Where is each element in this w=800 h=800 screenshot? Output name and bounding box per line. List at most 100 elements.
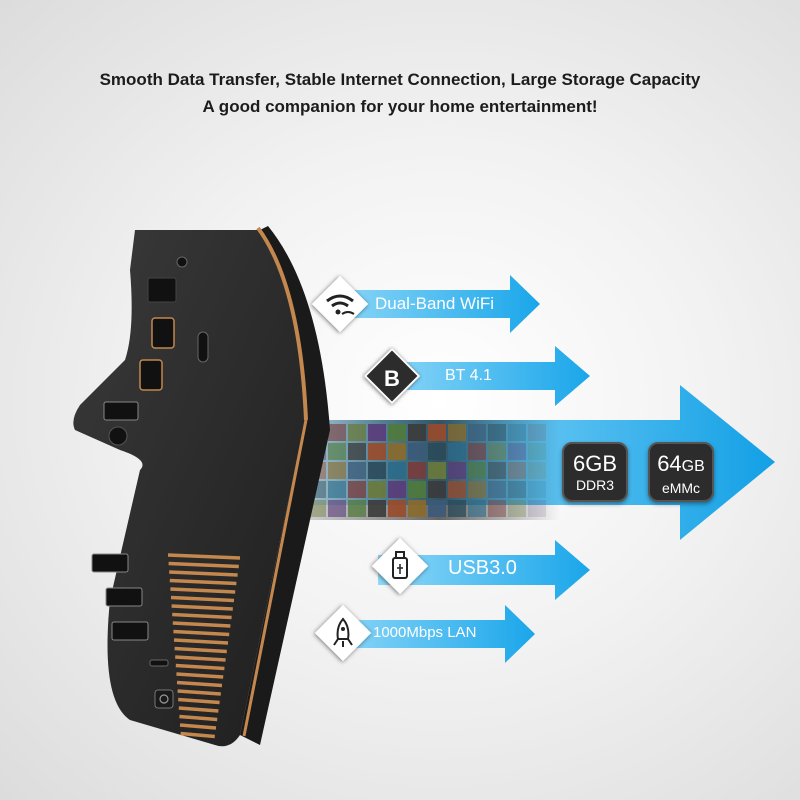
ram-chip: 6GB DDR3 xyxy=(562,442,628,502)
media-thumbnail xyxy=(508,462,526,479)
media-thumbnail xyxy=(348,500,366,517)
media-thumbnail xyxy=(408,424,426,441)
media-thumbnail xyxy=(528,481,546,498)
heatsink-fin xyxy=(172,612,232,620)
media-thumbnail xyxy=(328,443,346,460)
heatsink-fin xyxy=(176,672,224,679)
media-thumbnail xyxy=(348,481,366,498)
media-thumbnail xyxy=(388,424,406,441)
storage-unit: GB xyxy=(681,458,705,475)
heatsink-fin xyxy=(173,629,230,637)
media-thumbnail xyxy=(488,481,506,498)
media-thumbnail xyxy=(408,443,426,460)
hdmi-port-1 xyxy=(151,317,175,349)
media-thumbnail xyxy=(368,443,386,460)
heatsink-fin xyxy=(175,663,225,671)
storage-type: eMMc xyxy=(661,480,701,496)
storage-chip: 64GB eMMc xyxy=(648,442,714,502)
heatsink-fin xyxy=(176,680,223,688)
heatsink-fin xyxy=(167,553,241,560)
heatsink-fin xyxy=(179,714,218,722)
media-thumbnail xyxy=(468,500,486,517)
media-thumbnail xyxy=(528,500,546,517)
media-thumbnail xyxy=(528,462,546,479)
usb-port-rear xyxy=(103,401,139,421)
heatsink-fin xyxy=(169,578,237,586)
media-thumbnail xyxy=(368,481,386,498)
ram-type: DDR3 xyxy=(575,477,615,493)
usb-c-port xyxy=(197,331,209,363)
bt-arrow xyxy=(378,346,590,406)
media-thumbnail xyxy=(508,481,526,498)
usb-port-side-1 xyxy=(91,553,129,573)
media-thumbnail xyxy=(328,462,346,479)
wifi-label: Dual-Band WiFi xyxy=(375,294,495,313)
ram-size: 6GB xyxy=(572,451,618,476)
media-thumbnail xyxy=(448,443,466,460)
media-thumbnail xyxy=(328,424,346,441)
sd-card-slot xyxy=(149,659,169,667)
media-thumbnail xyxy=(508,424,526,441)
lan-arrow xyxy=(330,605,535,663)
media-thumbnail xyxy=(408,500,426,517)
media-thumbnail xyxy=(468,424,486,441)
media-thumbnail xyxy=(348,462,366,479)
heatsink-fin xyxy=(175,655,226,662)
media-thumbnail xyxy=(488,424,506,441)
media-thumbnail xyxy=(448,424,466,441)
media-thumbnail xyxy=(428,462,446,479)
bt-label: BT 4.1 xyxy=(445,367,492,384)
media-thumbnail xyxy=(508,500,526,517)
lan-port xyxy=(147,277,177,303)
media-thumbnail xyxy=(508,443,526,460)
heatsink-fin xyxy=(173,638,229,645)
usb-port-side-2 xyxy=(105,587,143,607)
media-thumbnail xyxy=(428,424,446,441)
media-thumbnail xyxy=(428,481,446,498)
power-button xyxy=(154,689,174,709)
headline-line-1: Smooth Data Transfer, Stable Internet Co… xyxy=(99,70,701,89)
media-thumbnail xyxy=(328,500,346,517)
heatsink-fin xyxy=(177,689,221,696)
usb-port-side-3 xyxy=(111,621,149,641)
heatsink-fin xyxy=(170,587,236,594)
media-thumbnail xyxy=(368,500,386,517)
bluetooth-icon: B xyxy=(384,365,400,391)
heatsink-fin xyxy=(179,723,217,730)
heatsink-fin xyxy=(174,646,227,654)
media-thumbnail xyxy=(528,443,546,460)
heatsink-fin xyxy=(170,595,235,603)
media-thumbnail xyxy=(388,481,406,498)
media-thumbnail xyxy=(488,443,506,460)
media-thumbnail xyxy=(468,462,486,479)
media-thumbnail xyxy=(388,443,406,460)
heatsink-fin xyxy=(178,706,219,713)
media-thumbnail xyxy=(388,462,406,479)
media-thumbnail xyxy=(428,500,446,517)
hdmi-port-2 xyxy=(139,359,163,391)
media-thumbnail xyxy=(448,462,466,479)
heatsink-fin xyxy=(171,604,233,611)
audio-jack xyxy=(176,256,188,268)
heatsink-fin xyxy=(169,570,238,577)
heatsink-fin xyxy=(180,731,215,739)
media-thumbnail xyxy=(468,481,486,498)
media-thumbnail xyxy=(488,462,506,479)
wifi-arrow xyxy=(330,275,540,333)
media-thumbnail xyxy=(368,424,386,441)
media-thumbnail xyxy=(368,462,386,479)
media-thumbnail xyxy=(428,443,446,460)
media-thumbnail xyxy=(448,500,466,517)
storage-size: 64 xyxy=(657,451,682,476)
heatsink-fin xyxy=(172,621,231,628)
media-thumbnail xyxy=(408,481,426,498)
media-thumbnail xyxy=(408,462,426,479)
heatsink-fin xyxy=(178,697,220,705)
usb-arrow xyxy=(378,540,590,600)
media-thumbnail xyxy=(488,500,506,517)
media-thumbnail xyxy=(528,424,546,441)
media-thumbnail xyxy=(348,424,366,441)
lan-label: 1000Mbps LAN xyxy=(373,624,477,641)
dc-power-jack xyxy=(108,426,128,446)
